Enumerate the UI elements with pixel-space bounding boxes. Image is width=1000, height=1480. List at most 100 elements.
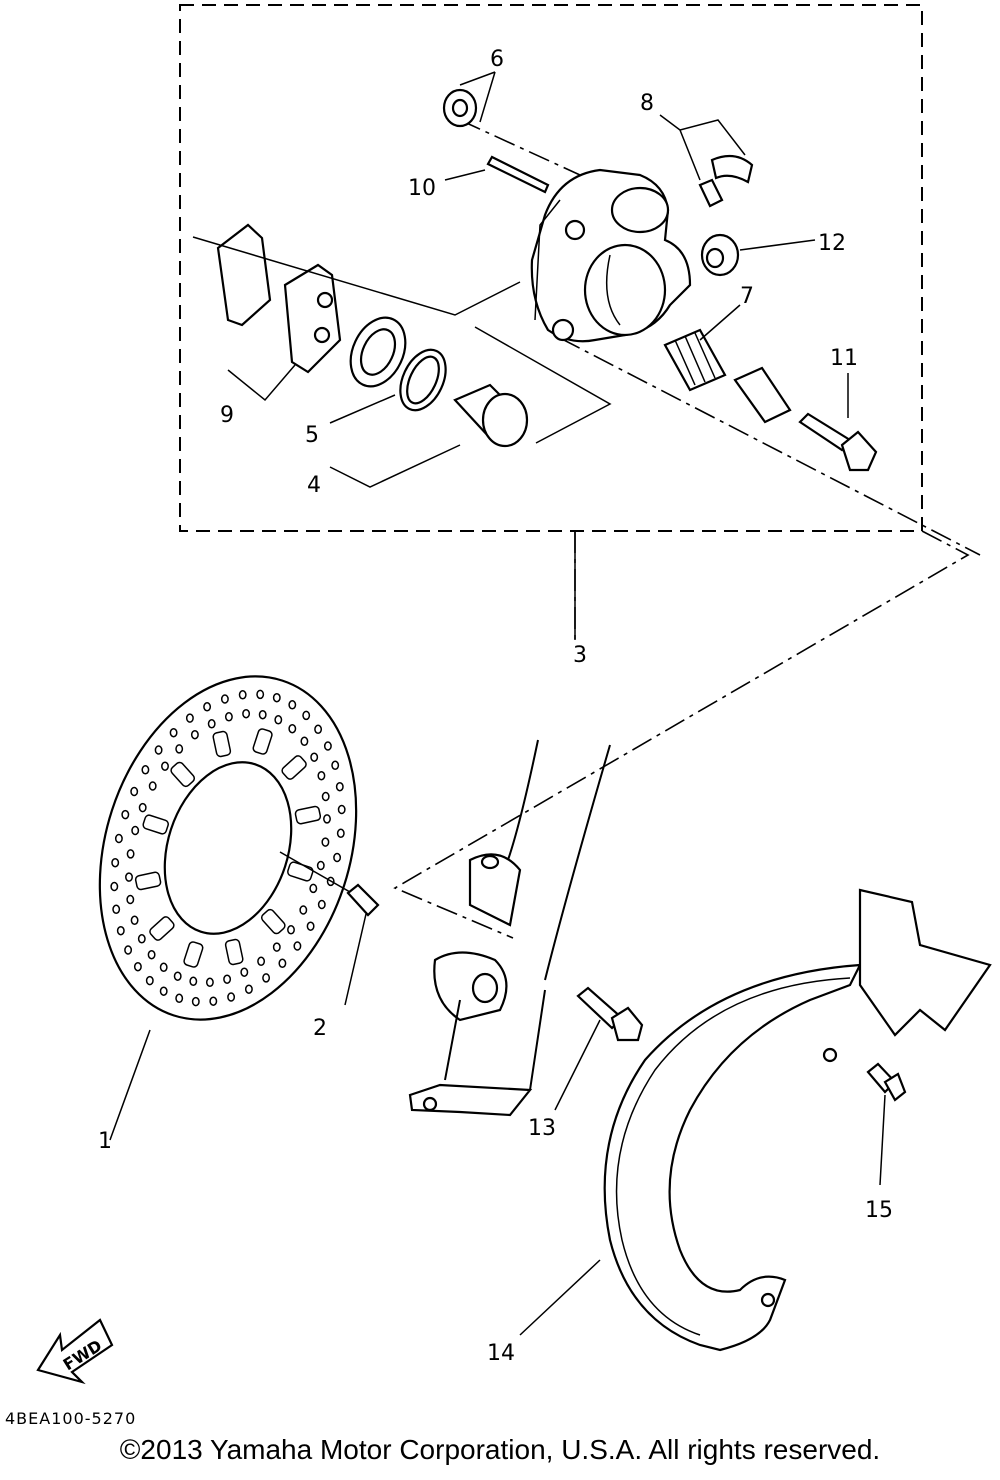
seals-part-5 [349,316,447,412]
disc-vent-hole [288,700,297,710]
disc-vent-hole [131,825,140,836]
disc-vent-hole [314,724,323,735]
disc-slot [252,728,273,755]
disc-vent-hole [337,804,346,815]
disc-vent-hole [323,741,332,751]
disc-vent-hole [227,992,236,1002]
disc-vent-hole [240,967,249,977]
callout-5: 5 [305,423,319,448]
disc-vent-hole [272,692,281,703]
disc-vent-hole [147,949,156,960]
disc-vent-hole [159,986,168,996]
disc-slot [224,938,244,966]
disc-vent-hole [110,881,119,892]
disc-vent-hole [209,996,218,1006]
brake-disc-part-1 [98,675,358,1021]
disc-slot [260,908,286,935]
disc-vent-hole [316,860,325,871]
bushing-part-12 [700,233,740,277]
disc-vent-hole [145,975,154,986]
callout-12: 12 [818,231,846,256]
disc-vent-hole [148,781,157,791]
disc-slot [294,805,322,825]
disc-vent-hole [126,849,135,859]
brake-pads-part-9 [216,223,342,374]
disc-vent-hole [130,915,139,926]
callout-8: 8 [640,91,654,116]
screw-part-15 [866,1062,907,1102]
disc-vent-hole [317,899,326,910]
disc-vent-hole [317,770,326,781]
disc-slot [281,755,307,780]
disc-vent-hole [293,941,302,951]
callout-6: 6 [490,47,504,72]
disc-vent-hole [326,876,335,887]
disc-vent-hole [116,925,125,936]
disc-vent-hole [242,708,251,719]
disc-bolt-part-2 [279,851,380,917]
disc-vent-hole [189,976,198,987]
disc-vent-hole [299,905,308,915]
callout-7: 7 [740,284,754,309]
disc-vent-hole [272,942,281,952]
callout-10: 10 [408,176,436,201]
disc-vent-hole [238,690,247,700]
disc-vent-hole [287,925,295,935]
disc-vent-hole [125,872,133,882]
disc-vent-hole [335,781,344,792]
callout-3: 3 [573,643,587,668]
disc-vent-hole [302,710,311,721]
drawing-code: 4BEA100-5270 [5,1409,137,1428]
caliper-assembly-boundary [179,4,923,532]
disc-slot [212,730,232,758]
disc-vent-hole [300,736,309,747]
copyright-notice: ©2013 Yamaha Motor Corporation, U.S.A. A… [119,1434,881,1465]
disc-vent-hole [161,761,169,771]
disc-vent-hole [220,694,229,704]
disc-vent-hole [223,974,232,984]
disc-vent-hole [138,802,147,813]
disc-vent-hole [154,745,163,755]
callout-15: 15 [865,1198,893,1223]
bolt-part-11 [798,412,878,472]
disc-vent-hole [306,921,315,931]
disc-vent-hole [310,752,319,762]
disc-vent-hole [333,852,342,863]
disc-vent-hole [191,996,200,1007]
disc-vent-hole [257,956,266,967]
fork-leg [408,739,611,1117]
disc-vent-hole [321,837,330,847]
disc-vent-hole [207,719,216,729]
disc-vent-hole [159,962,168,973]
callout-14: 14 [487,1341,515,1366]
pad-pin-part-10 [486,155,550,194]
disc-vent-hole [278,958,287,969]
disc-vent-hole [288,723,297,734]
callout-11: 11 [830,346,858,371]
callout-9: 9 [220,403,234,428]
caliper-body [530,168,692,343]
disc-vent-hole [205,977,214,988]
callout-1: 1 [98,1129,112,1154]
disc-vent-hole [114,833,123,844]
disc-vent-hole [331,760,340,771]
group-brackets [192,236,612,488]
boot-part-6 [442,88,478,128]
disc-vent-hole [121,809,130,820]
disc-vent-hole [185,713,194,723]
assembly-leader-lines [393,119,981,939]
callout-leaders [109,71,886,1336]
callout-13: 13 [528,1116,556,1141]
disc-vent-hole [141,765,150,775]
disc-vent-hole [258,709,267,720]
callout-2: 2 [313,1016,327,1041]
disc-slot [134,871,162,891]
disc-vent-hole [137,934,146,944]
disc-vent-hole [256,689,265,700]
disc-vent-hole [112,904,121,915]
disc-vent-hole [175,993,184,1004]
disc-vent-hole [336,828,345,839]
disc-vent-hole [124,945,133,955]
disc-vent-hole [173,971,182,981]
